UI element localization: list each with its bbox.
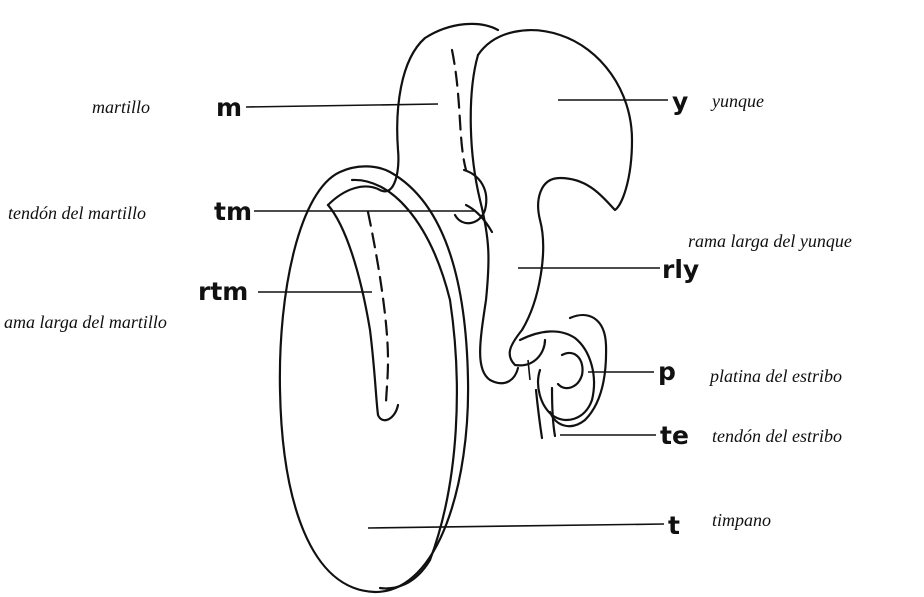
abbr-m: m — [216, 93, 242, 122]
stapes-shape — [520, 315, 606, 438]
abbr-te: te — [660, 421, 689, 450]
term-yunque: yunque — [710, 91, 764, 111]
leader-t — [368, 524, 664, 528]
term-rama-larga-yunque: rama larga del yunque — [688, 231, 852, 251]
abbr-rtm: rtm — [198, 277, 248, 306]
abbr-rly: rly — [662, 255, 699, 284]
term-rama-larga-martillo: ama larga del martillo — [4, 312, 167, 332]
abbr-y: y — [672, 87, 688, 116]
term-tendon-estribo: tendón del estribo — [712, 426, 842, 446]
incus-shape — [471, 30, 632, 383]
abbr-t: t — [668, 511, 680, 540]
term-platina-estribo: platina del estribo — [708, 366, 842, 386]
abbr-tm: tm — [214, 197, 252, 226]
term-martillo: martillo — [92, 97, 150, 117]
term-tendon-martillo: tendón del martillo — [8, 203, 146, 223]
term-timpano: timpano — [712, 510, 771, 530]
leader-lines — [246, 100, 668, 528]
abbr-p: p — [658, 357, 676, 386]
leader-m — [246, 104, 438, 107]
